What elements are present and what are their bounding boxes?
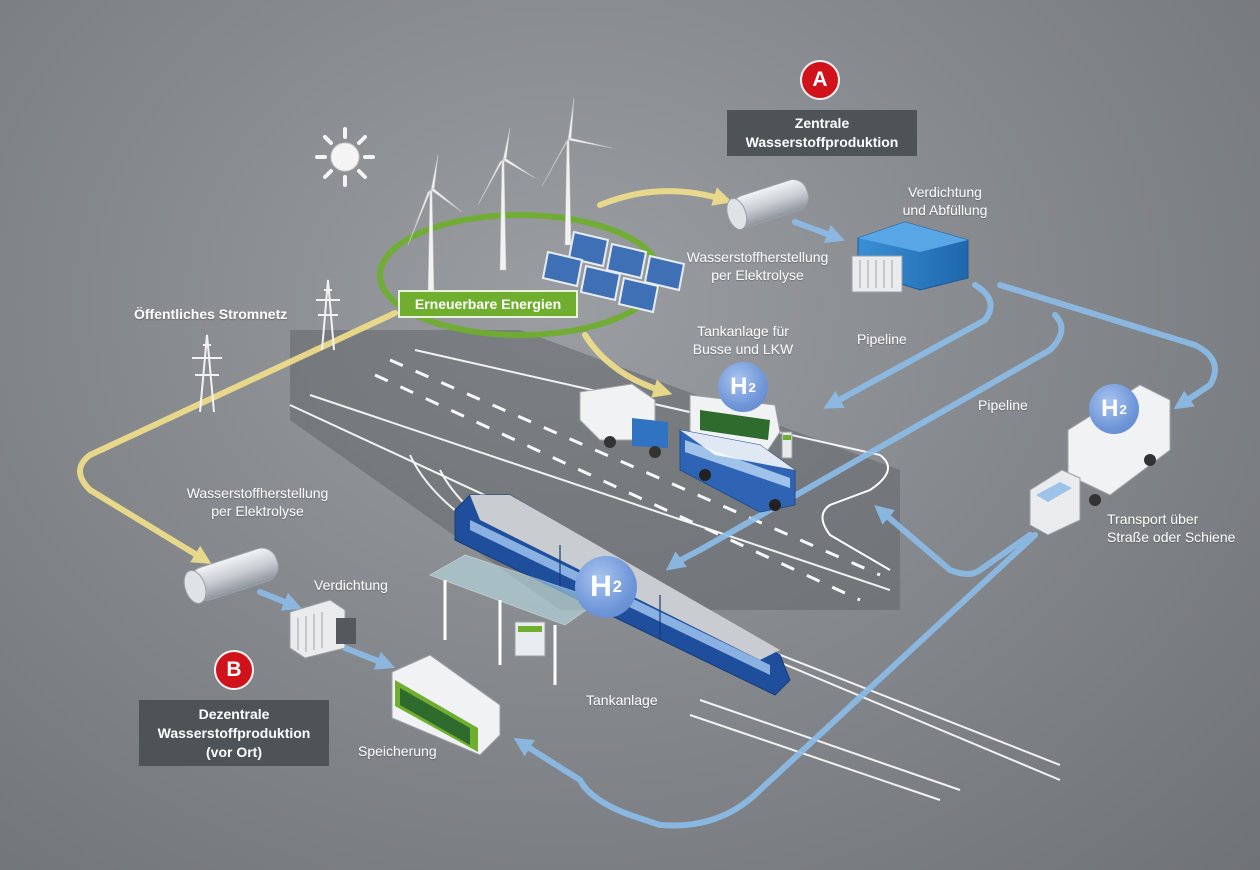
central-electrolysis-line1: Wasserstoffherstellung bbox=[686, 249, 829, 265]
decentral-title-line1: Dezentrale bbox=[198, 705, 270, 722]
pipeline-label: Pipeline bbox=[857, 331, 907, 347]
power-pylon-icon bbox=[192, 279, 340, 413]
storage-icon bbox=[391, 654, 501, 756]
bus-icon bbox=[679, 429, 796, 513]
h2-subscript: 2 bbox=[1119, 401, 1127, 417]
transport-label: Transport über Straße oder Schiene bbox=[1107, 510, 1235, 546]
local-electrolysis-label: Wasserstoffherstellung per Elektrolyse bbox=[180, 484, 335, 520]
compression-filling-line2: und Abfüllung bbox=[902, 202, 988, 218]
fuel-station-icon bbox=[428, 554, 602, 685]
road bbox=[289, 330, 900, 610]
local-electrolysis-line2: per Elektrolyse bbox=[211, 503, 304, 519]
decentral-title-line2: Wasserstoffproduktion bbox=[157, 724, 311, 741]
electricity-lines bbox=[77, 187, 733, 564]
central-electrolysis-label: Wasserstoffherstellung per Elektrolyse bbox=[680, 248, 835, 284]
bus-truck-station-line2: Busse und LKW bbox=[692, 341, 794, 357]
central-title-line1: Zentrale bbox=[794, 115, 850, 131]
transport-line2: Straße oder Schiene bbox=[1107, 529, 1236, 545]
storage-label: Speicherung bbox=[358, 743, 437, 759]
bus-truck-station-line1: Tankanlage für bbox=[697, 323, 789, 339]
h2-subscript: 2 bbox=[612, 577, 622, 596]
central-production-title: Zentrale Wasserstoffproduktion bbox=[727, 110, 917, 156]
bus-truck-station-label: Tankanlage für Busse und LKW bbox=[688, 322, 798, 358]
badge-decentral: B bbox=[214, 650, 254, 690]
local-electrolysis-line1: Wasserstoffherstellung bbox=[186, 485, 329, 501]
wind-turbine-icon bbox=[407, 97, 613, 296]
decentral-title-line3: (vor Ort) bbox=[206, 743, 262, 760]
central-title-line2: Wasserstoffproduktion bbox=[745, 134, 899, 150]
train-station-label: Tankanlage bbox=[586, 692, 658, 708]
pipeline-label: Pipeline bbox=[978, 397, 1028, 413]
central-electrolysis-line2: per Elektrolyse bbox=[711, 267, 804, 283]
compression-label: Verdichtung bbox=[314, 577, 388, 593]
h2-subscript: 2 bbox=[748, 379, 756, 395]
container-icon bbox=[851, 221, 969, 293]
electrolyser-icon bbox=[726, 179, 809, 230]
solar-panel-icon bbox=[541, 230, 686, 314]
compression-filling-label: Verdichtung und Abfüllung bbox=[895, 183, 995, 219]
sun-icon bbox=[315, 127, 375, 187]
container-icon bbox=[289, 599, 356, 659]
public-grid-label: Öffentliches Stromnetz bbox=[134, 306, 288, 322]
badge-central: A bbox=[800, 60, 840, 100]
decentral-production-title: Dezentrale Wasserstoffproduktion (vor Or… bbox=[139, 700, 329, 766]
hydrogen-lines bbox=[257, 219, 1218, 829]
electrolyser-icon bbox=[183, 547, 279, 604]
renewable-energy-label: Erneuerbare Energien bbox=[398, 290, 578, 318]
h2-symbol: H bbox=[590, 570, 612, 603]
h2-symbol: H bbox=[730, 373, 748, 400]
transport-line1: Transport über bbox=[1107, 511, 1199, 527]
truck-icon bbox=[579, 383, 668, 458]
truck-icon bbox=[1029, 384, 1171, 536]
h2-symbol: H bbox=[1101, 395, 1119, 422]
compression-filling-line1: Verdichtung bbox=[908, 184, 982, 200]
